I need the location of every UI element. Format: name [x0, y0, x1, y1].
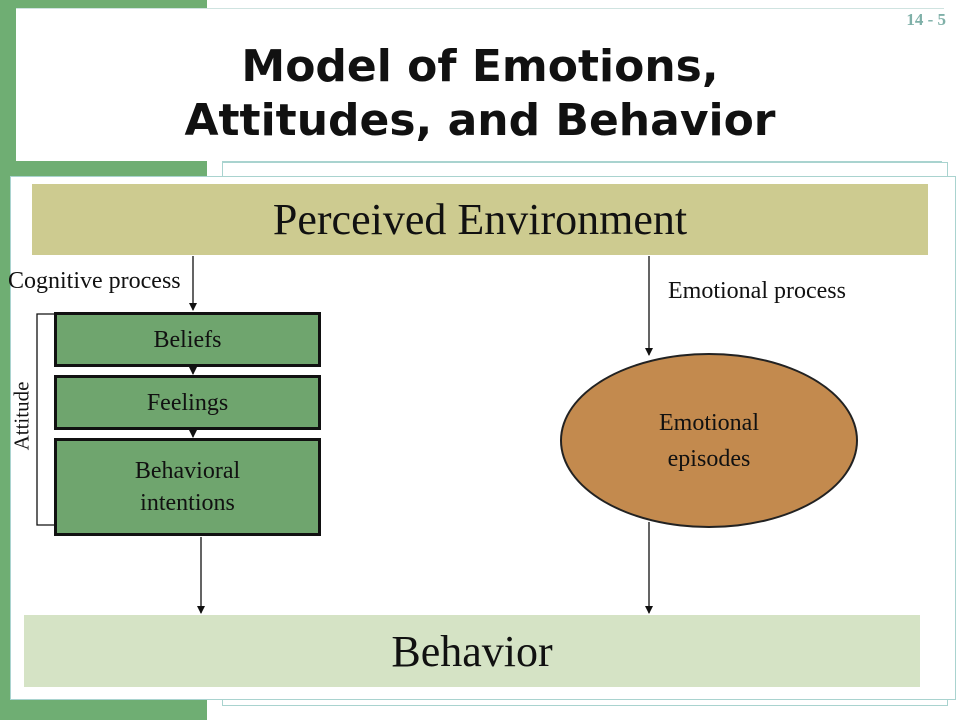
slide-title: Model of Emotions, Attitudes, and Behavi… [40, 40, 920, 148]
attitude-bracket [36, 313, 58, 526]
slide-title-line-2: Attitudes, and Behavior [184, 95, 776, 146]
cognitive-process-label: Cognitive process [8, 268, 181, 294]
behavioral-intentions-box: Behavioral intentions [54, 438, 321, 536]
feelings-box: Feelings [54, 375, 321, 430]
title-frame [16, 8, 944, 161]
emotional-episodes-ellipse: Emotional episodes [560, 353, 858, 528]
attitude-label: Attitude [9, 381, 34, 451]
slide-title-line-1: Model of Emotions, [241, 41, 719, 92]
emotional-process-label: Emotional process [668, 278, 846, 304]
behavioral-intentions-line-1: Behavioral [134, 458, 241, 484]
beliefs-box: Beliefs [54, 312, 321, 367]
behavioral-intentions-line-2: intentions [140, 490, 235, 516]
perceived-environment-band: Perceived Environment [32, 184, 928, 255]
emotional-episodes-line-2: episodes [667, 445, 751, 472]
emotional-episodes-line-1: Emotional [659, 409, 759, 436]
behavior-band: Behavior [24, 615, 920, 687]
slide-number: 14 - 5 [906, 10, 946, 29]
